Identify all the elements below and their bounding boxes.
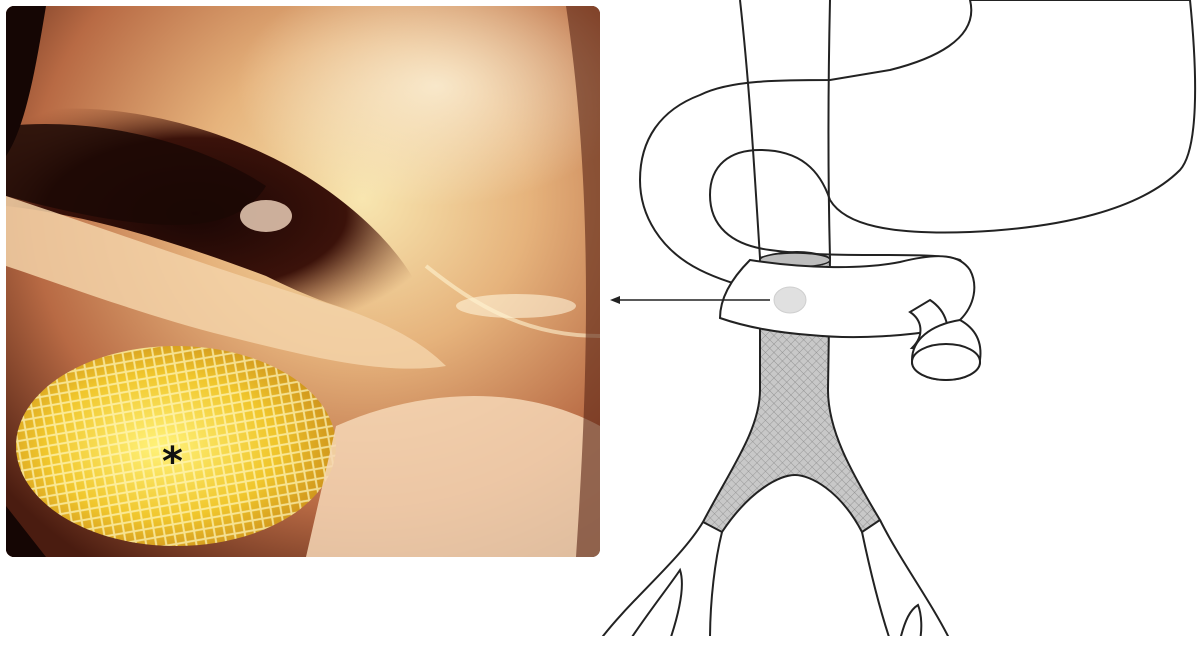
fistula-spot-icon bbox=[774, 287, 806, 313]
iliac-arteries bbox=[600, 520, 950, 640]
stent-marker: * bbox=[162, 442, 183, 482]
endoscopy-scene bbox=[6, 6, 600, 557]
anatomy-svg bbox=[600, 0, 1198, 656]
anatomy-diagram bbox=[600, 0, 1198, 656]
endoscopy-photo: * bbox=[6, 6, 600, 557]
